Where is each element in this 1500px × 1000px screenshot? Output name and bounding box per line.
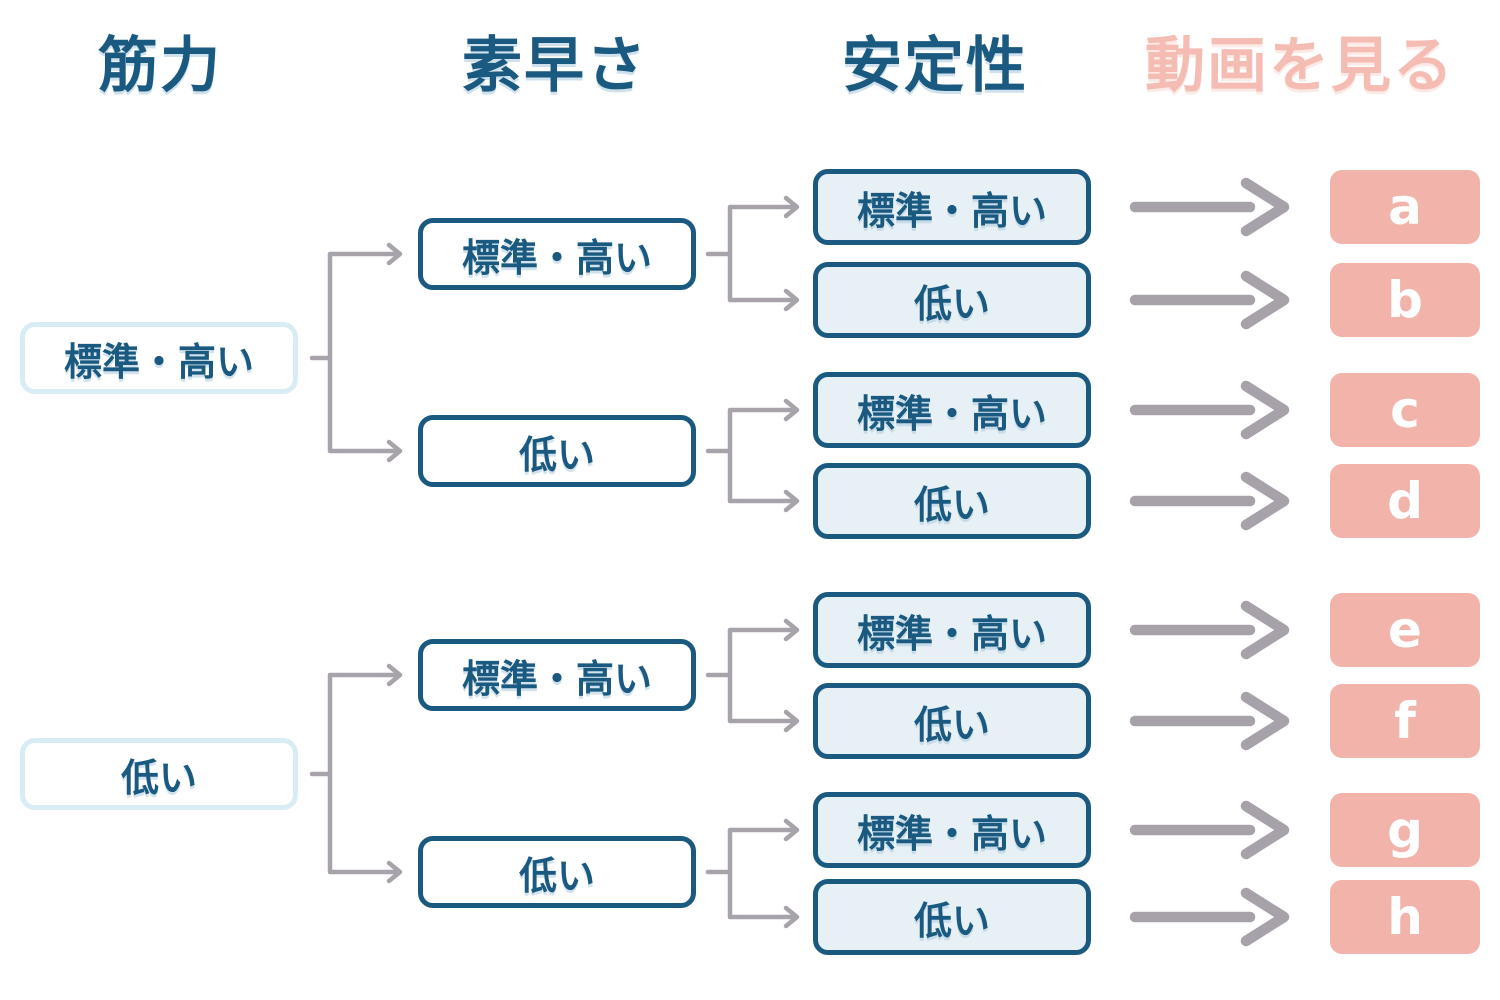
video-arrow-d [1129,471,1290,531]
video-arrow-h [1129,887,1290,947]
speed-node-1-standard-high: 標準・高い [418,218,696,290]
stability-node-f: 低い [813,683,1091,759]
video-arrow-a [1129,177,1290,237]
speed-node-2-standard-high: 標準・高い [418,639,696,711]
video-link-g[interactable]: g [1330,793,1480,867]
header-muscle-strength: 筋力 [98,30,222,101]
stability-node-b: 低い [813,262,1091,338]
stability-node-a: 標準・高い [813,169,1091,245]
stability-node-e: 標準・高い [813,592,1091,668]
connector-speed-2 [705,398,800,513]
stability-node-c: 標準・高い [813,372,1091,448]
connector-strength-bottom [309,663,403,884]
connector-strength-top [309,242,403,463]
video-link-d[interactable]: d [1330,464,1480,538]
video-link-f[interactable]: f [1330,684,1480,758]
header-stability: 安定性 [842,30,1028,101]
header-speed: 素早さ [462,30,648,101]
header-watch-video: 動画を見る [1145,30,1455,101]
video-arrow-g [1129,800,1290,860]
speed-node-2-low: 低い [418,836,696,908]
stability-node-d: 低い [813,463,1091,539]
strength-node-low: 低い [20,738,298,810]
video-arrow-f [1129,691,1290,751]
connector-speed-4 [705,818,800,929]
stability-node-g: 標準・高い [813,792,1091,868]
video-arrow-c [1129,380,1290,440]
speed-node-1-low: 低い [418,415,696,487]
connector-speed-3 [705,618,800,733]
video-link-c[interactable]: c [1330,373,1480,447]
stability-node-h: 低い [813,879,1091,955]
video-arrow-b [1129,270,1290,330]
strength-node-standard-high: 標準・高い [20,322,298,394]
connector-speed-1 [705,195,800,312]
video-arrow-e [1129,600,1290,660]
video-link-a[interactable]: a [1330,170,1480,244]
video-link-b[interactable]: b [1330,263,1480,337]
video-link-h[interactable]: h [1330,880,1480,954]
video-link-e[interactable]: e [1330,593,1480,667]
